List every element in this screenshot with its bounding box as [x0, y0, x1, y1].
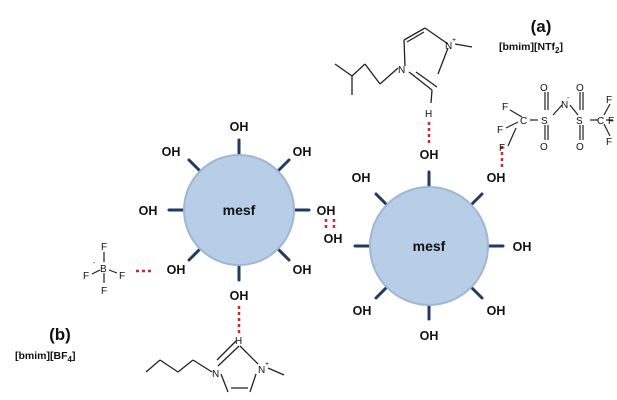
bmim-bottom-h: H [235, 336, 242, 347]
left-oh-bottom: OH [230, 289, 249, 303]
right-spoke-top-left [374, 192, 390, 208]
right-oh-left: OH [324, 232, 343, 246]
right-oh-bottom-right: OH [487, 304, 506, 318]
bmim-bottom-n2-charge: + [265, 361, 269, 368]
right-oh-bottom: OH [420, 329, 439, 343]
bmim-top-n2: N [445, 41, 452, 52]
bmim-cation-top: N N + H [334, 27, 473, 120]
ntf2-n-charge: - [567, 95, 570, 102]
left-oh-right: OH [317, 204, 336, 218]
bmim-top-n2-charge: + [452, 37, 456, 44]
ntf2-o3: O [576, 83, 584, 94]
right-oh-bottom-left: OH [353, 304, 372, 318]
left-oh-left: OH [139, 204, 158, 218]
right-oh-top-left: OH [352, 171, 371, 185]
left-spoke-bottom-right [275, 246, 291, 262]
ntf2-n: N [561, 100, 568, 111]
left-spokes [167, 138, 311, 282]
ntf2-f3: F [499, 143, 505, 154]
ntf2-o1: O [540, 83, 548, 94]
bf4-f-top: F [101, 242, 107, 253]
left-oh-bottom-left: OH [167, 263, 186, 277]
bf4-anion: F B - F F F [83, 242, 125, 297]
left-spoke-top-left [187, 158, 203, 174]
ntf2-f1: F [502, 102, 508, 113]
left-oh-top: OH [230, 120, 249, 134]
bf4-b-charge: - [93, 260, 96, 267]
ntf2-c1: C [520, 116, 527, 127]
bf4-b: B [100, 264, 107, 275]
right-oh-right: OH [513, 240, 532, 254]
ntf2-s2: S [576, 116, 583, 127]
right-hydroxyl-labels: OH OH OH OH OH OH OH OH [324, 148, 532, 343]
ntf2-o2: O [540, 142, 548, 153]
bmim-cation-bottom: H N N + [145, 336, 285, 393]
left-spoke-bottom-left [187, 246, 203, 262]
ntf2-f4: F [606, 95, 612, 106]
left-oh-top-right: OH [293, 145, 312, 159]
right-spoke-bottom-right [468, 284, 484, 300]
right-spoke-top-right [468, 192, 484, 208]
left-spoke-top-right [275, 158, 291, 174]
hydrogen-bonds [136, 122, 504, 334]
bf4-f-bottom: F [101, 286, 107, 297]
right-mesf-sphere [369, 186, 489, 306]
left-oh-top-left: OH [162, 145, 181, 159]
bmim-top-n1: N [398, 65, 405, 76]
panel-b-letter: (b) [49, 325, 71, 344]
bmim-bottom-n1: N [212, 369, 219, 380]
ntf2-c2: C [597, 116, 604, 127]
left-hydroxyl-labels: OH OH OH OH OH OH OH OH [139, 120, 336, 303]
panel-a-letter: (a) [531, 17, 552, 36]
panel-a-ionic-liquid: [bmim][NTf2] [499, 41, 563, 55]
left-mesf-label: mesf [223, 202, 256, 218]
ntf2-o4: O [576, 142, 584, 153]
right-spokes [353, 170, 505, 321]
bmim-top-h: H [425, 109, 432, 120]
right-spoke-bottom-left [374, 284, 390, 300]
panel-b-ionic-liquid: [bmim][BF4] [15, 350, 75, 364]
left-oh-bottom-right: OH [293, 263, 312, 277]
bf4-f-left: F [83, 271, 89, 282]
right-mesf-label: mesf [413, 238, 446, 254]
ntf2-f2: F [497, 125, 503, 136]
ntf2-f5: F [608, 116, 614, 127]
bmim-bottom-n2: N [258, 365, 265, 376]
right-oh-top: OH [420, 148, 439, 162]
ntf2-anion: F F F C S O O N - S O O C F F F [497, 83, 614, 154]
left-mesf-sphere [183, 154, 295, 266]
right-oh-top-right: OH [487, 171, 506, 185]
ntf2-f6: F [606, 137, 612, 148]
ntf2-s1: S [541, 116, 548, 127]
bf4-f-right: F [119, 271, 125, 282]
